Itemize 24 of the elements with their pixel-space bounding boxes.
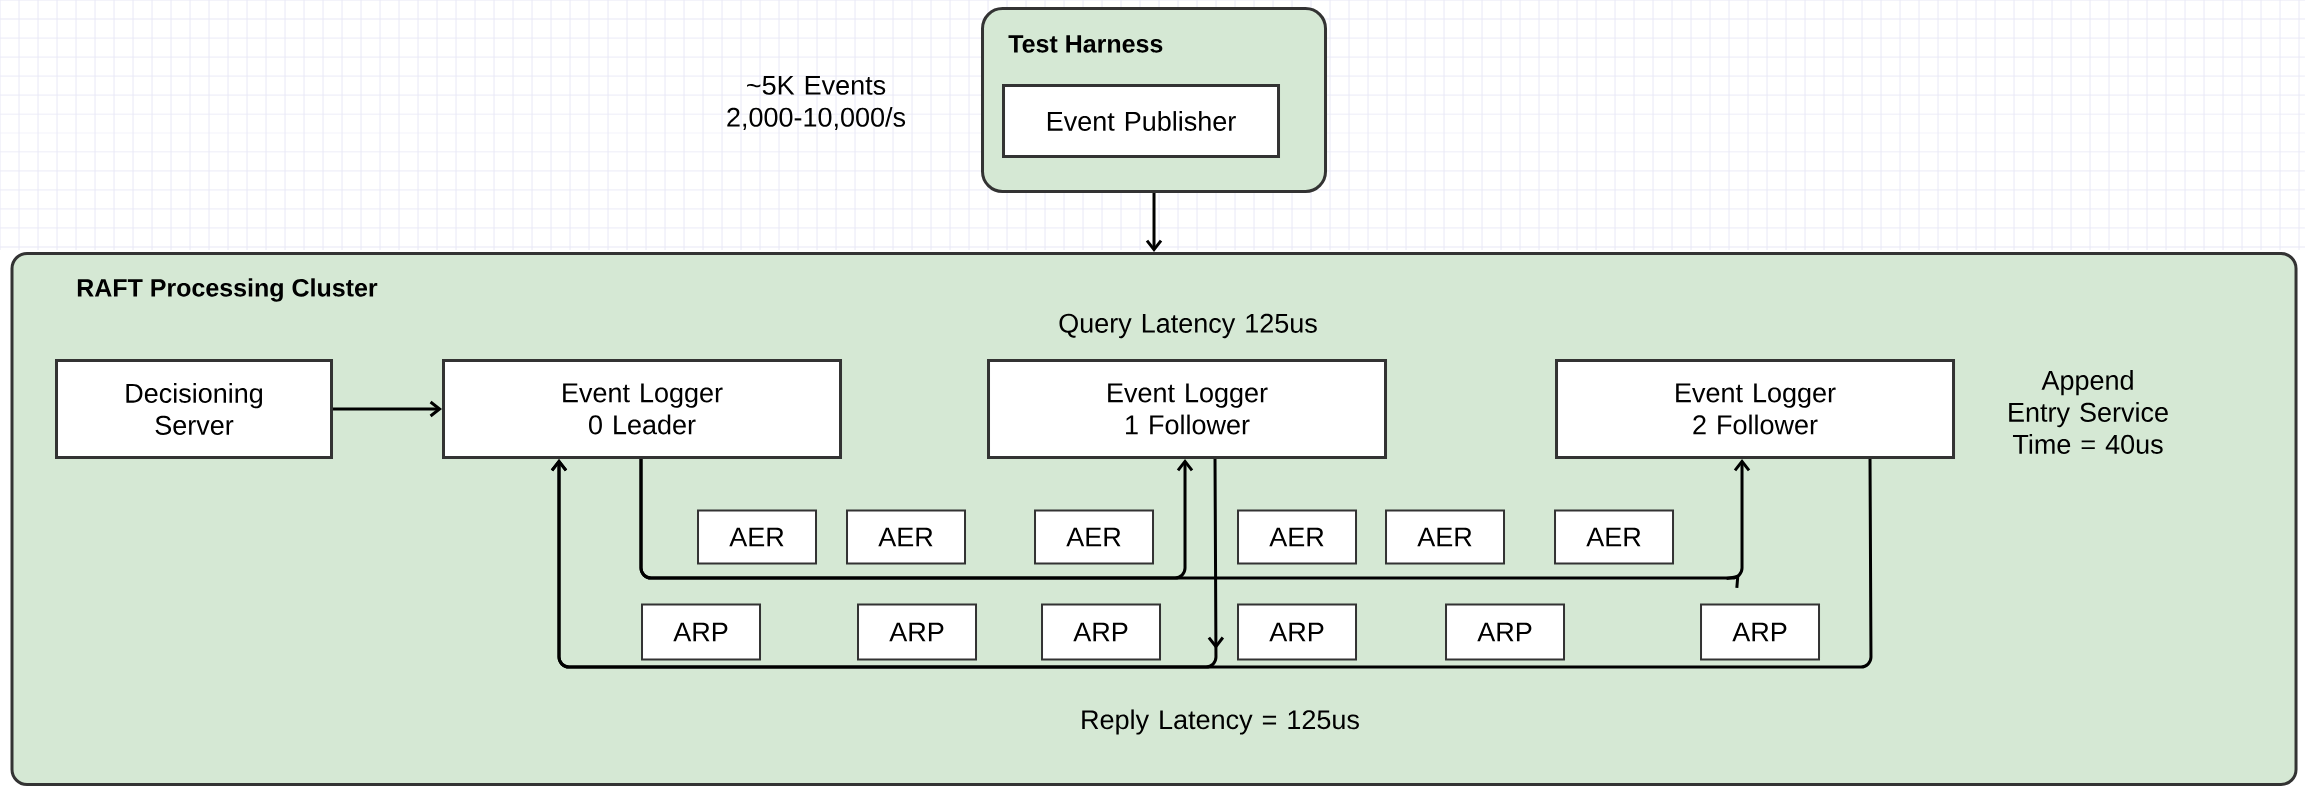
message-box: AER <box>697 509 817 565</box>
message-box: ARP <box>641 603 761 661</box>
message-box: AER <box>1554 509 1674 565</box>
message-box: AER <box>846 509 966 565</box>
message-box: ARP <box>1445 603 1565 661</box>
message-box: AER <box>1385 509 1505 565</box>
process-box: Event Logger 2 Follower <box>1555 359 1955 459</box>
message-box: AER <box>1237 509 1357 565</box>
message-box: ARP <box>1700 603 1820 661</box>
arrow <box>1145 193 1163 252</box>
process-box: Decisioning Server <box>55 359 333 459</box>
arrow <box>333 400 442 418</box>
annotation-text: ~5K Events 2,000-10,000/s <box>727 75 906 130</box>
arrow <box>550 459 1873 669</box>
message-box: ARP <box>1041 603 1161 661</box>
message-box: AER <box>1034 509 1154 565</box>
annotation-text: Append Entry Service Time = 40us <box>2009 370 2168 454</box>
arrow <box>639 459 1751 589</box>
process-box: Event Logger 1 Follower <box>987 359 1387 459</box>
message-box: ARP <box>857 603 977 661</box>
process-box: Event Publisher <box>1002 84 1280 158</box>
annotation-text: Reply Latency = 125us <box>1082 709 1359 735</box>
process-box: Event Logger 0 Leader <box>442 359 842 459</box>
message-box: ARP <box>1237 603 1357 661</box>
